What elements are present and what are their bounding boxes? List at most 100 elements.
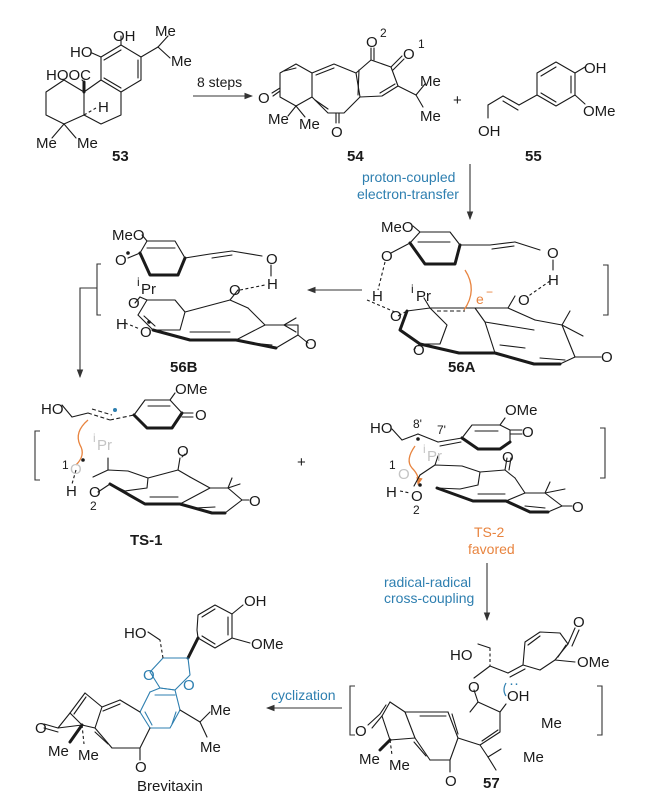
atom-label: H <box>372 288 383 305</box>
atom-label: HO <box>450 647 473 664</box>
compound-label-56B: 56B <box>170 359 198 376</box>
compound-label-53: 53 <box>112 148 129 165</box>
electron-pair-arc <box>503 682 507 697</box>
atom-label: OMe <box>577 654 610 671</box>
bracket-left <box>96 263 101 316</box>
atom-label: O <box>445 773 457 790</box>
atom-label: Me <box>420 108 441 125</box>
atom-label: OH <box>113 28 136 45</box>
transition-state-1: HO OMe O i Pr 1 O H O 2 O O TS-1 <box>34 381 261 549</box>
radical-dot <box>418 483 422 487</box>
atom-label: Me <box>389 757 410 774</box>
condition-label: cross-coupling <box>384 590 474 606</box>
compound-label-54: 54 <box>347 148 364 165</box>
compound-brevitaxin: OH HO OMe O O Me Me O Me Me O Brevitaxin <box>35 593 284 795</box>
atom-label: H <box>548 272 559 289</box>
ts2-favored-label: favored <box>468 541 515 557</box>
condition-label: electron-transfer <box>357 186 459 202</box>
condition-label: proton-coupled <box>362 169 455 185</box>
compound-53: OH Me HO Me HOOC H Me Me 53 <box>36 23 192 165</box>
atom-label: Me <box>171 53 192 70</box>
atom-label: O <box>229 282 241 299</box>
atom-label: O <box>547 245 559 262</box>
atom-label: OMe <box>175 381 208 398</box>
atom-label: HO <box>124 625 147 642</box>
radical-dot-blue <box>113 408 117 412</box>
radical-coupling-arc <box>75 419 89 466</box>
condition-label: radical-radical <box>384 574 471 590</box>
radical-dot <box>81 458 85 462</box>
atom-label: O <box>518 292 530 309</box>
bracket-left <box>34 430 40 481</box>
compound-label-56A: 56A <box>448 359 476 376</box>
atom-label: Me <box>523 749 544 766</box>
atom-label: HO <box>70 44 93 61</box>
atom-label: HOOC <box>46 67 91 84</box>
atom-label: O <box>140 324 152 341</box>
atom-label: O <box>572 499 584 516</box>
atom-label: O <box>143 667 155 684</box>
atom-label: O <box>249 493 261 510</box>
atom-label: Me <box>48 743 69 760</box>
atom-label: O <box>522 424 534 441</box>
atom-label: O <box>331 124 343 141</box>
atom-label: Me <box>77 135 98 152</box>
compound-55: OH OMe OH 55 <box>478 60 616 165</box>
atom-label: O <box>135 759 147 776</box>
compound-label-55: 55 <box>525 148 542 165</box>
atom-label: Me <box>78 747 99 764</box>
atom-label: H <box>386 484 397 501</box>
compound-56B: MeO O O H O i Pr O H O O 56B <box>96 227 317 376</box>
electron-charge: − <box>486 285 493 299</box>
atom-label: O <box>89 484 101 501</box>
atom-label: O <box>183 677 195 694</box>
atom-label: H <box>98 99 109 116</box>
condition-label: cyclization <box>271 687 336 703</box>
condition-label: 8 steps <box>197 74 242 90</box>
atom-label: O <box>128 295 140 312</box>
atom-label: OH <box>244 593 267 610</box>
atom-label: OH <box>478 123 501 140</box>
compound-57: HO O OMe O OH ·· Me Me O Me Me O 57 <box>349 614 610 792</box>
atom-label: 2 <box>413 503 420 517</box>
atom-label: Pr <box>97 437 112 454</box>
radical-dot <box>416 437 420 441</box>
reaction-arrow <box>76 287 97 379</box>
atom-label: Pr <box>416 288 431 305</box>
radical-dot <box>147 320 151 324</box>
compound-54: O O 2 O 1 O Me Me Me Me 54 <box>258 26 441 165</box>
atom-label: MeO <box>381 219 414 236</box>
atom-label: O <box>115 252 127 269</box>
transition-state-2: HO 8' 7' OMe O i Pr 1 O H O 2 O O TS-2 f… <box>370 402 606 557</box>
step-8-steps: 8 steps <box>193 74 254 100</box>
step-pcet: proton-coupled electron-transfer <box>357 164 474 221</box>
bracket-right <box>603 264 609 316</box>
atom-label: O <box>411 488 423 505</box>
atom-label: HO <box>370 420 393 437</box>
atom-label: O <box>177 443 189 460</box>
plus-sign: + <box>297 454 306 471</box>
atom-label: 1 <box>418 37 425 51</box>
atom-label: Me <box>155 23 176 40</box>
radical-coupling-arc <box>408 445 423 486</box>
atom-label: Me <box>420 73 441 90</box>
atom-label: OH <box>584 60 607 77</box>
atom-label: 2 <box>380 26 387 40</box>
electron-transfer-arc <box>463 269 472 311</box>
atom-label: O <box>355 723 367 740</box>
atom-label: i <box>423 442 426 456</box>
compound-label-57: 57 <box>483 775 500 792</box>
compound-label-ts2: TS-2 <box>474 524 505 540</box>
atom-label: Me <box>268 111 289 128</box>
atom-label: O <box>70 461 82 478</box>
atom-label: 8' <box>413 417 422 431</box>
atom-label: O <box>381 248 393 265</box>
atom-label: OH <box>507 688 530 705</box>
atom-label: HO <box>41 401 64 418</box>
atom-label: O <box>468 679 480 696</box>
atom-label: Me <box>299 116 320 133</box>
atom-label: O <box>601 349 613 366</box>
compound-label-brevitaxin: Brevitaxin <box>137 778 203 795</box>
bracket-left <box>349 685 355 736</box>
